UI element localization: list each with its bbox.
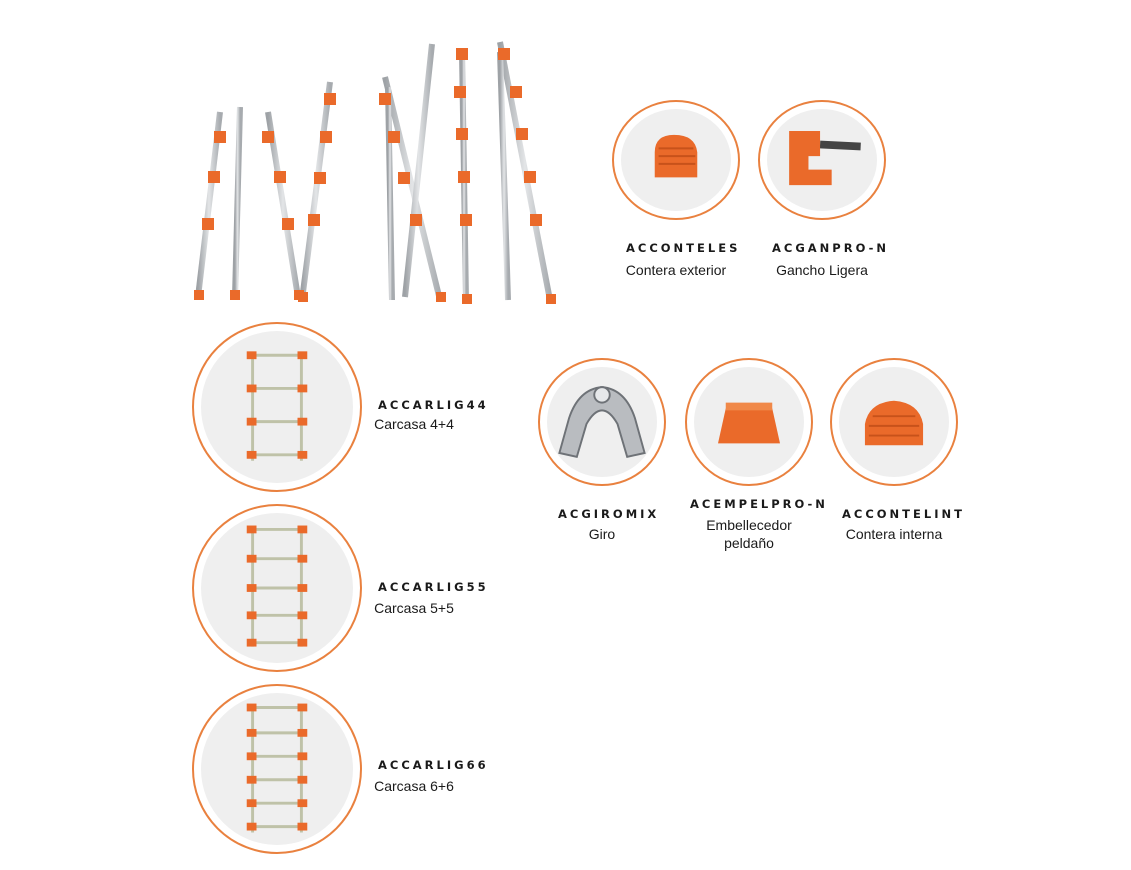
accessory-code: ACGIROMIX <box>558 507 660 521</box>
carcasa-4-thumbnail <box>192 322 362 492</box>
hero-ladders-image <box>180 12 590 312</box>
carcasa-6-thumbnail <box>192 684 362 854</box>
inner-foot-cap-thumbnail <box>830 358 958 486</box>
carcasa-code: ACCARLIG44 <box>378 398 489 412</box>
hook-thumbnail <box>758 100 886 220</box>
carcasa-4-icon <box>246 351 308 461</box>
step-cap-thumbnail <box>685 358 813 486</box>
accessory-name: Giro <box>588 526 616 542</box>
accessory-name: Contera interna <box>845 526 943 542</box>
accessory-code: ACCONTELINT <box>842 507 965 521</box>
carcasa-code: ACCARLIG55 <box>378 580 489 594</box>
step-cap-icon <box>718 402 780 444</box>
accessory-code: ACEMPELPRO-N <box>690 497 828 511</box>
accessory-name: Contera exterior <box>625 262 727 278</box>
accessory-code: ACGANPRO-N <box>772 241 889 255</box>
hinge-icon <box>558 386 646 459</box>
ladders-illustration <box>194 41 556 304</box>
hook-icon <box>789 131 861 186</box>
outer-foot-cap-thumbnail <box>612 100 740 220</box>
outer-foot-cap-icon <box>654 134 698 178</box>
carcasa-name: Carcasa 5+5 <box>374 600 454 616</box>
accessory-name-line-1: Embellecedor <box>706 517 792 533</box>
inner-foot-cap-icon <box>864 400 924 446</box>
carcasa-name: Carcasa 4+4 <box>374 416 454 432</box>
carcasa-name: Carcasa 6+6 <box>374 778 454 794</box>
accessory-name: Gancho Ligera <box>776 262 868 278</box>
accessory-name-line-2: peldaño <box>724 535 774 551</box>
accessory-code: ACCONTELES <box>626 241 741 255</box>
hinge-thumbnail <box>538 358 666 486</box>
carcasa-5-thumbnail <box>192 504 362 672</box>
carcasa-5-icon <box>246 525 308 647</box>
carcasa-6-icon <box>246 703 308 833</box>
carcasa-code: ACCARLIG66 <box>378 758 489 772</box>
